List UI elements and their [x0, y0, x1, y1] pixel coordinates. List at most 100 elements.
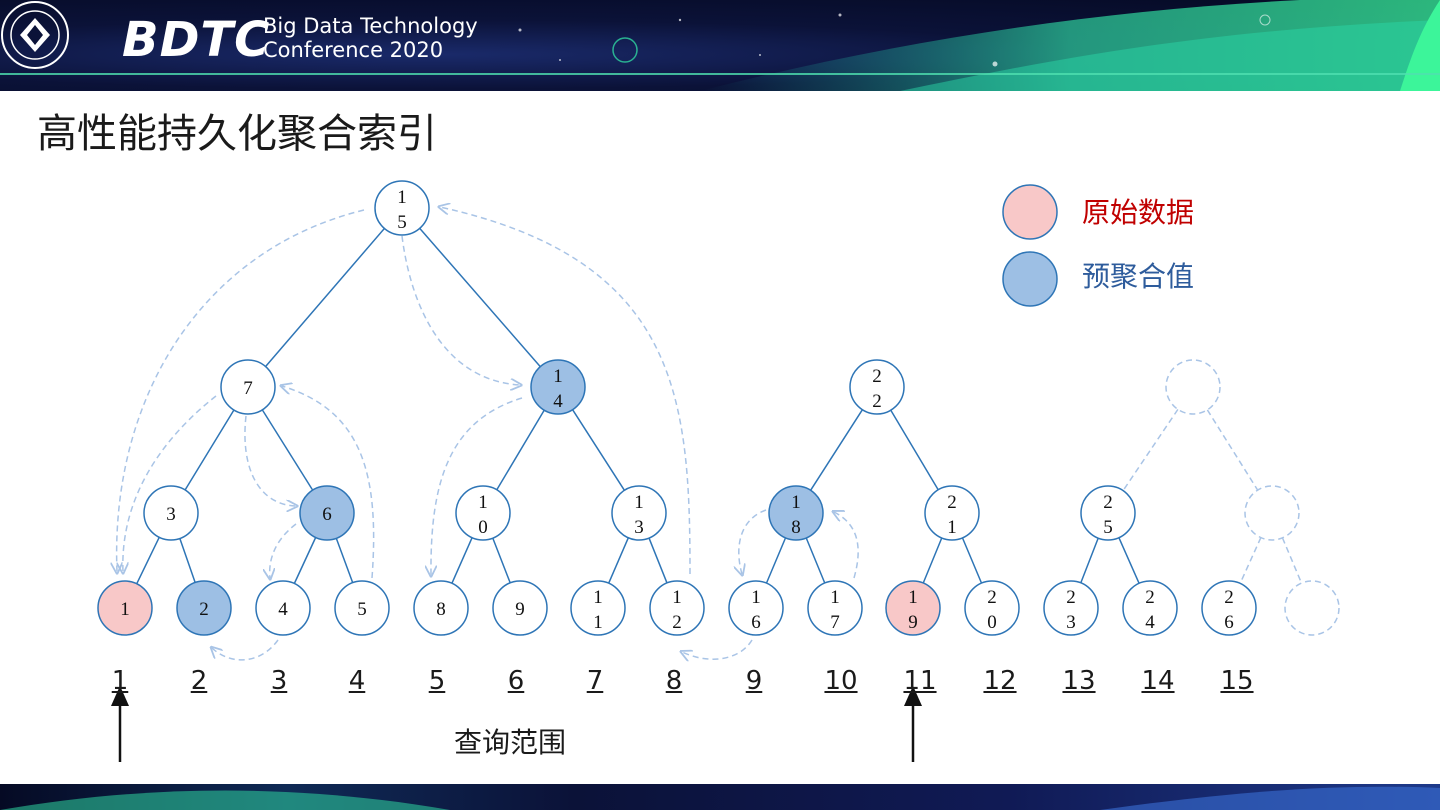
tree-edge	[451, 537, 473, 584]
node-label: 4	[278, 599, 288, 620]
tree-edge	[1118, 537, 1140, 584]
traversal-arrow	[682, 639, 753, 659]
legend-raw-label: 原始数据	[1082, 196, 1195, 229]
tree-edge	[571, 409, 626, 491]
tree-edge	[265, 227, 385, 368]
node-circle	[885, 580, 941, 636]
tree-edge	[136, 536, 160, 585]
node-circle	[1244, 485, 1300, 541]
conference-line-1: Big Data Technology	[263, 14, 478, 38]
tree-edge	[261, 409, 314, 491]
node-label: 8	[436, 599, 446, 620]
node-label: 2	[199, 599, 209, 620]
node-circle	[1043, 580, 1099, 636]
tree-node-6: 6	[299, 485, 355, 541]
axis-position-label: 9	[745, 666, 763, 696]
node-circle	[413, 580, 469, 636]
node-circle	[97, 580, 153, 636]
tree-edge	[492, 537, 511, 584]
placeholder-node	[1165, 359, 1221, 415]
tree-edge	[184, 409, 235, 491]
tree-node-7: 7	[220, 359, 276, 415]
slide-title: 高性能持久化聚合索引	[37, 111, 437, 157]
tree-edge	[765, 537, 787, 584]
traversal-arrows	[117, 207, 859, 660]
node-circle	[1080, 485, 1136, 541]
node-circle	[964, 580, 1020, 636]
traversal-arrow	[834, 512, 859, 579]
axis-position-label: 12	[983, 666, 1017, 696]
tree-node-3: 3	[143, 485, 199, 541]
placeholder-node	[1284, 580, 1340, 636]
traversal-arrow	[117, 209, 365, 572]
axis-position-label: 5	[428, 666, 446, 696]
node-circle	[374, 180, 430, 236]
node-circle	[1201, 580, 1257, 636]
node-circle	[455, 485, 511, 541]
legend-swatches	[1002, 184, 1058, 307]
axis-position-label: 13	[1062, 666, 1096, 696]
traversal-arrow	[282, 386, 375, 579]
traversal-arrow	[739, 509, 767, 574]
node-label: 5	[357, 599, 367, 620]
tree-edge	[890, 409, 939, 491]
traversal-arrow	[123, 395, 217, 572]
axis-position-label: 3	[270, 666, 288, 696]
node-circle	[649, 580, 705, 636]
legend-preagg-swatch	[1002, 251, 1058, 307]
node-circle	[924, 485, 980, 541]
footer-decoration	[0, 786, 1440, 810]
legend-preagg-label: 预聚合值	[1082, 260, 1195, 293]
node-circle	[530, 359, 586, 415]
footer-banner	[0, 784, 1440, 810]
node-circle	[768, 485, 824, 541]
axis-position-label: 2	[190, 666, 208, 696]
axis-position-label: 1	[111, 666, 129, 696]
node-circle	[611, 485, 667, 541]
node-circle	[1284, 580, 1340, 636]
tree-node-5: 5	[334, 580, 390, 636]
tree-edge	[608, 537, 629, 584]
tree-edges	[136, 227, 1303, 585]
axis-position-label: 7	[586, 666, 604, 696]
node-circle	[570, 580, 626, 636]
traversal-arrow	[212, 639, 279, 661]
placeholder-node	[1244, 485, 1300, 541]
tree-edge	[961, 537, 983, 584]
traversal-arrow	[401, 235, 520, 385]
traversal-arrow	[440, 207, 691, 575]
node-label: 9	[515, 599, 525, 620]
ccf-seal-logo	[1, 1, 69, 69]
tree-edge	[496, 409, 545, 491]
node-circle	[334, 580, 390, 636]
conference-name: Big Data Technology Conference 2020	[263, 14, 478, 62]
node-circle	[728, 580, 784, 636]
tree-edge	[293, 537, 317, 584]
placeholder-edge	[1206, 409, 1259, 491]
traversal-arrow	[244, 415, 296, 506]
node-label: 3	[166, 504, 176, 525]
traversal-arrow	[270, 523, 297, 578]
